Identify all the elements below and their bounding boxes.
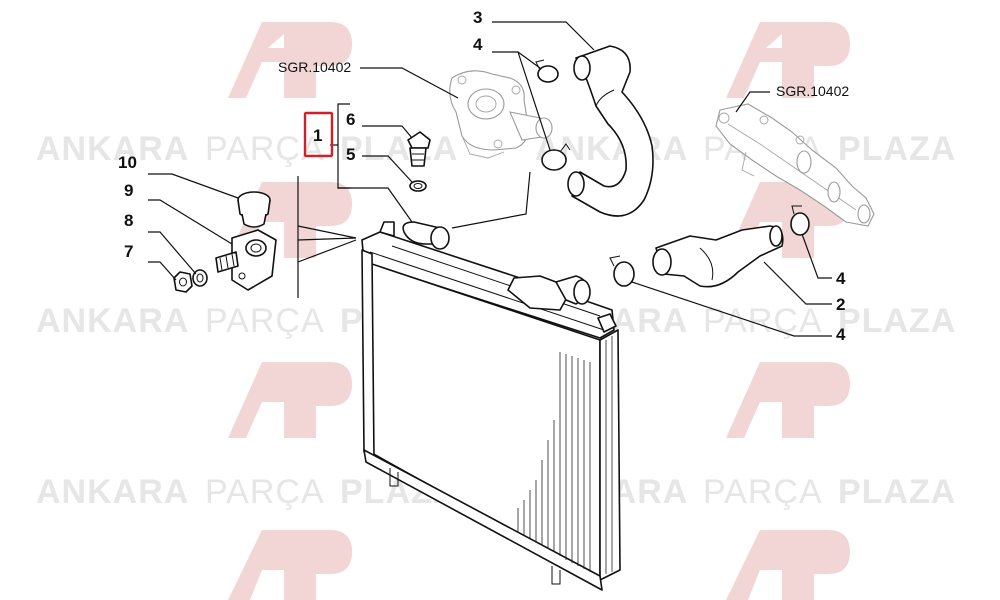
watermark-word: PLAZA [838,473,956,511]
assembly-bracket [297,176,357,298]
callout-3[interactable]: 3 [473,8,482,27]
expansion-tank-cap[interactable] [237,191,271,228]
upper-radiator-hose[interactable] [567,45,654,217]
leader-lines [148,21,832,337]
callout-labels: 1 2 3 4 4 4 5 6 7 8 9 10 [118,8,846,344]
callout-9[interactable]: 9 [124,181,133,200]
radiator[interactable] [361,221,621,591]
watermark-word: PARÇA [205,473,325,511]
watermark-layer: ANKARA PARÇA PLAZA ANKARA PARÇA PLAZA AN… [36,22,956,600]
watermark-text-row: ANKARA PARÇA PLAZA ANKARA PARÇA PLAZA [36,130,956,168]
watermark-word: PLAZA [340,130,458,168]
hose-clamp[interactable] [541,143,571,171]
watermark-word: PARÇA [703,302,823,340]
watermark-logo [228,362,352,438]
watermark-word: ANKARA [36,302,189,340]
radiator-core-fins [517,336,613,574]
watermark-word: PARÇA [205,302,325,340]
watermark-word: ANKARA [36,130,189,168]
cap-seal-ring[interactable] [409,180,427,192]
thermostat-reference-label[interactable]: SGR.10402 [278,59,351,75]
washer[interactable] [192,269,208,287]
callout-1[interactable]: 1 [313,126,322,145]
callout-7[interactable]: 7 [124,242,133,261]
manifold-reference-label[interactable]: SGR.10402 [776,83,849,99]
hose-clamp[interactable] [790,205,810,236]
callout-2[interactable]: 2 [836,295,845,314]
watermark-logo [726,530,850,600]
hose-clamp[interactable] [535,59,559,83]
watermark-logo [726,362,850,438]
nut[interactable] [173,271,193,293]
callout-4[interactable]: 4 [836,269,846,288]
callout-10[interactable]: 10 [118,153,137,172]
callout-4[interactable]: 4 [473,35,483,54]
watermark-word: PARÇA [703,473,823,511]
watermark-word: PLAZA [838,302,956,340]
manifold-reference [715,103,875,227]
watermark-logo [228,530,352,600]
radiator-cap[interactable] [407,131,431,167]
lower-radiator-hose[interactable] [652,225,784,288]
selected-part-highlight [303,111,334,158]
watermark-logo [228,22,352,98]
callout-5[interactable]: 5 [346,145,355,164]
bleed-valve-bracket[interactable] [215,229,277,291]
watermark-word: PARÇA [205,130,325,168]
watermark-logo [726,22,850,98]
callout-4[interactable]: 4 [836,325,846,344]
callout-6[interactable]: 6 [346,110,355,129]
callout-8[interactable]: 8 [124,211,133,230]
watermark-word: ANKARA [36,473,189,511]
watermark-word: PLAZA [838,130,956,168]
hose-clamp[interactable] [609,255,635,287]
